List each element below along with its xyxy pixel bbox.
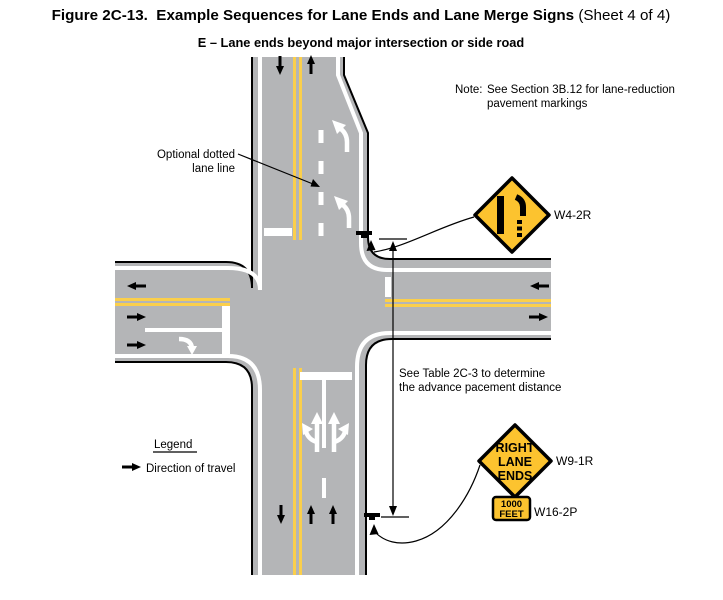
- combo-arrow-right: [328, 412, 349, 452]
- note-line1: See Section 3B.12 for lane-reduction: [487, 84, 675, 96]
- sign-w9-1r-line2: LANE: [498, 455, 532, 469]
- edge-line-southeast: [355, 331, 551, 575]
- stop-bar-north-leg: [264, 228, 292, 236]
- stop-bar-south-leg: [300, 372, 352, 380]
- sign-w9-1r-line3: ENDS: [498, 469, 533, 483]
- pavement-arrows: [178, 120, 352, 452]
- sign-label-w9-1r: W9-1R: [556, 454, 594, 468]
- legend: Legend Direction of travel: [120, 439, 235, 475]
- center-line-west: [115, 298, 230, 306]
- table-note-line2: the advance pacement distance: [399, 382, 561, 394]
- figure-subtitle: E – Lane ends beyond major intersection …: [198, 35, 524, 50]
- sign-w16-2p-line2: FEET: [499, 509, 523, 520]
- lane-lines: [145, 130, 326, 498]
- table-2c3-note: See Table 2C-3 to determine the advance …: [399, 368, 561, 394]
- optional-label-line2: lane line: [192, 163, 235, 175]
- right-lane-merge-symbol: [497, 194, 526, 237]
- optional-leader-line: [237, 153, 314, 185]
- merge-arrow-upper: [332, 120, 350, 152]
- legend-item-direction: Direction of travel: [146, 463, 235, 475]
- sign-marker-lower: [364, 513, 380, 520]
- stop-bars: [222, 228, 391, 380]
- edge-lines: [115, 57, 551, 575]
- road-network: [115, 53, 551, 575]
- road-surface: [115, 57, 551, 575]
- note-line2: pavement markings: [487, 98, 588, 110]
- optional-label-line1: Optional dotted: [157, 149, 235, 161]
- note-label: Note:: [455, 84, 483, 96]
- sign-w4-2r-face: [473, 176, 551, 254]
- stop-bar-east-leg: [385, 277, 391, 297]
- sign-leaders: [366, 216, 481, 544]
- table-note-line1: See Table 2C-3 to determine: [399, 368, 545, 380]
- leader-w4-2r-arrowhead: [366, 240, 376, 251]
- sign-marker-upper: [356, 231, 372, 238]
- merge-arrow-lower: [334, 196, 352, 228]
- edge-line-northwest: [115, 57, 262, 291]
- sign-w16-2p-line1: 1000: [501, 499, 522, 510]
- figure-sheet-suffix: (Sheet 4 of 4): [574, 7, 670, 24]
- sign-label-w4-2r: W4-2R: [554, 208, 592, 222]
- sign-label-w16-2p: W16-2P: [534, 505, 577, 519]
- edge-line-northeast: [336, 57, 551, 272]
- sign-w9-1r-line1: RIGHT: [496, 441, 535, 455]
- leader-w4-2r: [373, 216, 475, 253]
- sign-w9-1r: RIGHT LANE ENDS W9-1R: [477, 423, 594, 499]
- figure-title: Figure 2C-13. Example Sequences for Lane…: [52, 7, 671, 24]
- center-line-north: [293, 57, 302, 240]
- sign-w4-2r: W4-2R: [473, 176, 592, 254]
- sign-w16-2p-face: [491, 495, 532, 522]
- edge-line-southwest: [115, 354, 262, 575]
- right-turn-arrow: [178, 336, 197, 355]
- direction-of-travel-arrow-icon: [120, 461, 143, 473]
- sign-w16-2p: 1000 FEET W16-2P: [491, 495, 577, 522]
- center-line-east: [385, 299, 551, 307]
- figure-title-bold: Figure 2C-13. Example Sequences for Lane…: [52, 7, 574, 24]
- optional-leader-arrowhead: [310, 179, 320, 187]
- legend-title: Legend: [154, 439, 192, 451]
- leader-w9-1r: [375, 464, 481, 544]
- optional-dotted-callout: Optional dotted lane line: [157, 149, 320, 187]
- center-lines: [115, 57, 551, 575]
- note-section: Note: See Section 3B.12 for lane-reducti…: [455, 84, 675, 110]
- combo-arrow-left: [302, 412, 323, 452]
- center-line-south: [293, 368, 302, 575]
- leader-w9-1r-arrowhead: [369, 524, 379, 535]
- dimension-arrow-down: [389, 506, 397, 516]
- stop-bar-west-leg: [222, 306, 230, 354]
